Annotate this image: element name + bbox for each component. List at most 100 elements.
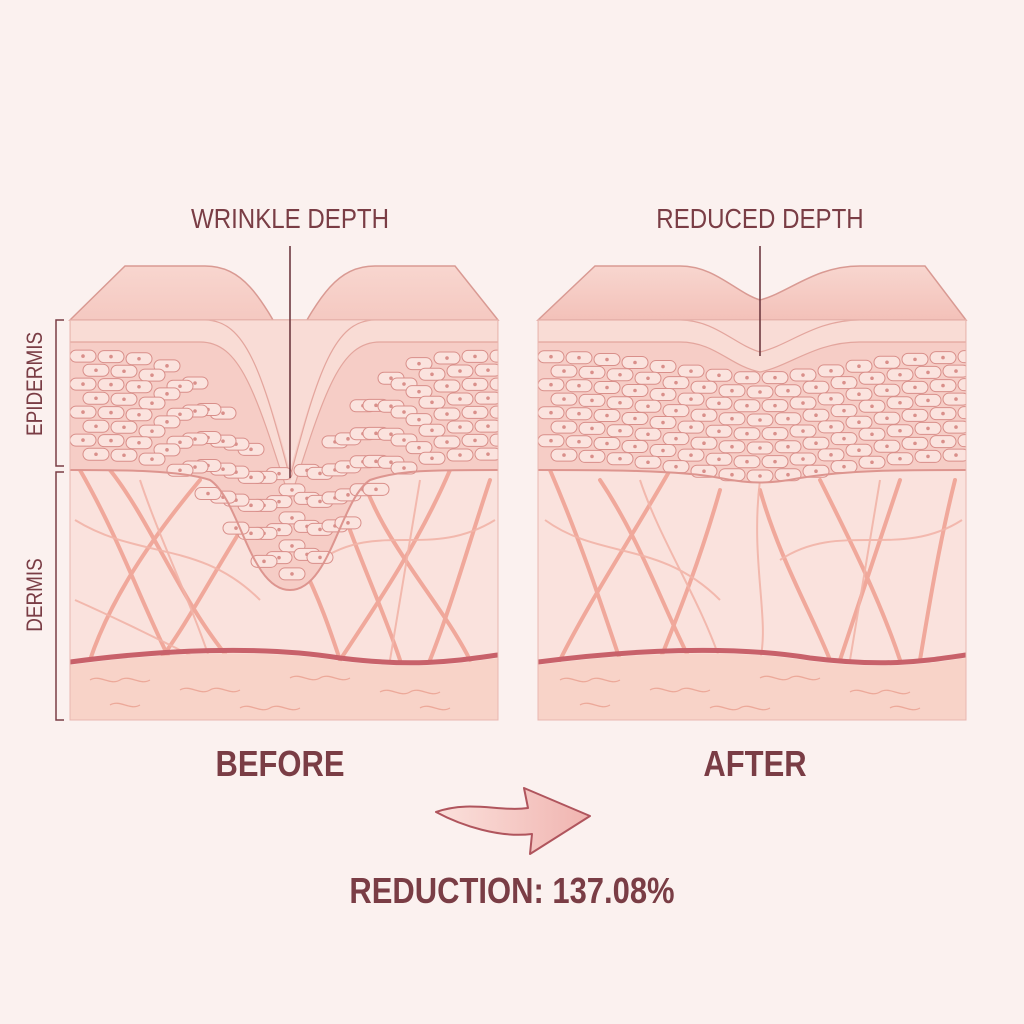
cell-nucleus xyxy=(193,465,197,469)
epidermis-label: EPIDERMIS xyxy=(22,331,47,436)
cell-nucleus xyxy=(150,429,154,433)
cell-nucleus xyxy=(674,436,678,441)
cell-nucleus xyxy=(486,396,490,400)
cell-nucleus xyxy=(109,382,113,387)
hypodermis-layer xyxy=(538,653,966,720)
cell-nucleus xyxy=(814,385,818,390)
cell-nucleus xyxy=(926,370,930,375)
cell-nucleus xyxy=(221,467,225,471)
cell-nucleus xyxy=(81,438,85,442)
cell-nucleus xyxy=(165,420,169,424)
cell-nucleus xyxy=(689,369,693,373)
skin-surface-top xyxy=(536,265,968,321)
cell-nucleus xyxy=(501,382,505,386)
cell-nucleus xyxy=(549,438,553,443)
cell-nucleus xyxy=(745,431,749,436)
skin-cell xyxy=(957,434,966,448)
cell-nucleus xyxy=(577,439,581,444)
cell-nucleus xyxy=(562,425,566,429)
cell-nucleus xyxy=(122,397,126,402)
cell-nucleus xyxy=(165,448,169,452)
cell-nucleus xyxy=(81,382,85,386)
cell-nucleus xyxy=(885,444,889,449)
cell-nucleus xyxy=(549,410,553,415)
cell-nucleus xyxy=(374,403,378,408)
cell-nucleus xyxy=(941,411,945,416)
cell-nucleus xyxy=(430,372,434,377)
cell-nucleus xyxy=(318,527,322,532)
cell-nucleus xyxy=(605,357,609,362)
cell-nucleus xyxy=(249,447,253,452)
cell-nucleus xyxy=(898,400,902,405)
cell-nucleus xyxy=(577,383,581,388)
cell-nucleus xyxy=(445,412,449,416)
cell-nucleus xyxy=(458,425,462,429)
cell-nucleus xyxy=(618,372,622,377)
skin-cell xyxy=(489,405,498,419)
cell-nucleus xyxy=(661,420,665,425)
cell-nucleus xyxy=(969,355,973,359)
cell-nucleus xyxy=(81,354,85,358)
after-panel xyxy=(536,246,973,721)
cell-nucleus xyxy=(913,357,917,362)
cell-nucleus xyxy=(473,410,477,415)
cell-nucleus xyxy=(549,354,553,359)
cell-nucleus xyxy=(590,370,594,375)
cell-nucleus xyxy=(605,385,609,390)
cell-nucleus xyxy=(926,398,930,403)
cell-nucleus xyxy=(249,503,253,508)
cell-nucleus xyxy=(801,401,805,405)
cell-nucleus xyxy=(206,491,210,496)
cell-nucleus xyxy=(262,559,266,564)
cell-nucleus xyxy=(165,364,169,368)
cell-nucleus xyxy=(898,428,902,433)
cell-nucleus xyxy=(374,431,378,436)
cell-nucleus xyxy=(730,472,734,477)
cell-nucleus xyxy=(458,397,462,401)
cell-nucleus xyxy=(590,398,594,403)
cell-nucleus xyxy=(445,440,449,444)
cell-nucleus xyxy=(165,392,169,396)
cell-nucleus xyxy=(730,416,734,421)
cell-nucleus xyxy=(689,453,693,457)
cell-nucleus xyxy=(562,369,566,373)
cell-nucleus xyxy=(786,472,790,477)
cell-nucleus xyxy=(137,412,141,417)
cell-nucleus xyxy=(501,410,505,414)
cell-nucleus xyxy=(633,388,637,393)
cell-nucleus xyxy=(758,418,762,422)
cell-nucleus xyxy=(501,438,505,442)
cell-nucleus xyxy=(926,454,930,459)
cell-nucleus xyxy=(885,360,889,365)
cell-nucleus xyxy=(829,369,833,373)
skin-cell xyxy=(957,406,966,420)
cell-nucleus xyxy=(857,392,861,397)
cell-nucleus xyxy=(430,456,434,461)
cell-nucleus xyxy=(913,413,917,418)
stratum-corneum xyxy=(70,320,498,502)
cell-nucleus xyxy=(773,403,777,408)
cell-nucleus xyxy=(730,444,734,449)
cell-nucleus xyxy=(646,460,650,465)
cell-nucleus xyxy=(178,440,182,445)
cell-nucleus xyxy=(445,356,449,360)
cell-nucleus xyxy=(486,368,490,372)
cell-nucleus xyxy=(590,426,594,431)
cell-nucleus xyxy=(137,440,141,445)
cell-nucleus xyxy=(689,397,693,401)
cell-nucleus xyxy=(430,428,434,433)
cell-nucleus xyxy=(857,420,861,425)
cell-nucleus xyxy=(122,453,126,458)
stratum-corneum xyxy=(538,320,966,373)
cell-nucleus xyxy=(870,404,874,409)
cell-nucleus xyxy=(661,364,665,369)
cell-nucleus xyxy=(969,411,973,415)
cell-nucleus xyxy=(954,425,958,429)
cell-nucleus xyxy=(605,441,609,446)
dermis-label: DERMIS xyxy=(22,558,47,632)
cell-nucleus xyxy=(618,428,622,433)
cell-nucleus xyxy=(94,452,98,457)
cell-nucleus xyxy=(870,460,874,465)
cell-nucleus xyxy=(969,439,973,443)
cell-nucleus xyxy=(417,361,421,366)
